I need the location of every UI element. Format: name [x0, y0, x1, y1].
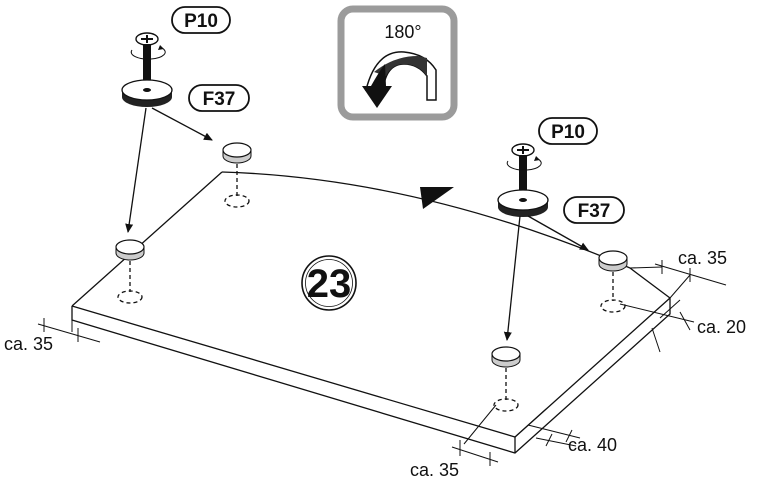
- rotation-label: 180°: [384, 22, 421, 42]
- dim-text: ca. 40: [568, 435, 617, 455]
- dimension-right-back: ca. 35 ca. 20: [619, 248, 746, 353]
- screw-glide-assembly-left: [121, 32, 173, 107]
- label-f37-left: F37: [188, 84, 250, 112]
- dim-text: ca. 35: [678, 248, 727, 268]
- part-number: 23: [307, 262, 352, 306]
- part-number-badge: 23: [301, 255, 357, 311]
- direction-marker-icon: [420, 187, 454, 209]
- rotation-180-icon: 180°: [337, 5, 458, 121]
- label-p10-right: P10: [538, 117, 598, 145]
- arrow-to-front-left: [125, 107, 147, 233]
- label-p10-text: P10: [184, 11, 218, 32]
- glide-pad-front-right: [491, 346, 521, 412]
- dimension-right-front: ca. 40 ca. 35: [410, 404, 617, 480]
- arrow-to-front-right: [503, 215, 521, 341]
- label-f37-text: F37: [578, 201, 611, 222]
- dim-text: ca. 35: [4, 334, 53, 354]
- glide-pad-back-left: [222, 142, 252, 208]
- arrow-to-back-left: [151, 107, 213, 141]
- label-p10-text: P10: [551, 122, 585, 143]
- dim-text: ca. 35: [410, 460, 459, 480]
- label-p10-left: P10: [171, 6, 231, 34]
- dim-text: ca. 20: [697, 317, 746, 337]
- arrow-to-back-right: [527, 215, 589, 251]
- glide-pad-back-right: [598, 250, 628, 313]
- screw-glide-assembly-right: [497, 143, 549, 217]
- glide-pad-front-left: [115, 239, 145, 304]
- dimension-left-front: ca. 35: [4, 318, 101, 354]
- label-f37-right: F37: [563, 196, 625, 224]
- label-f37-text: F37: [203, 89, 236, 110]
